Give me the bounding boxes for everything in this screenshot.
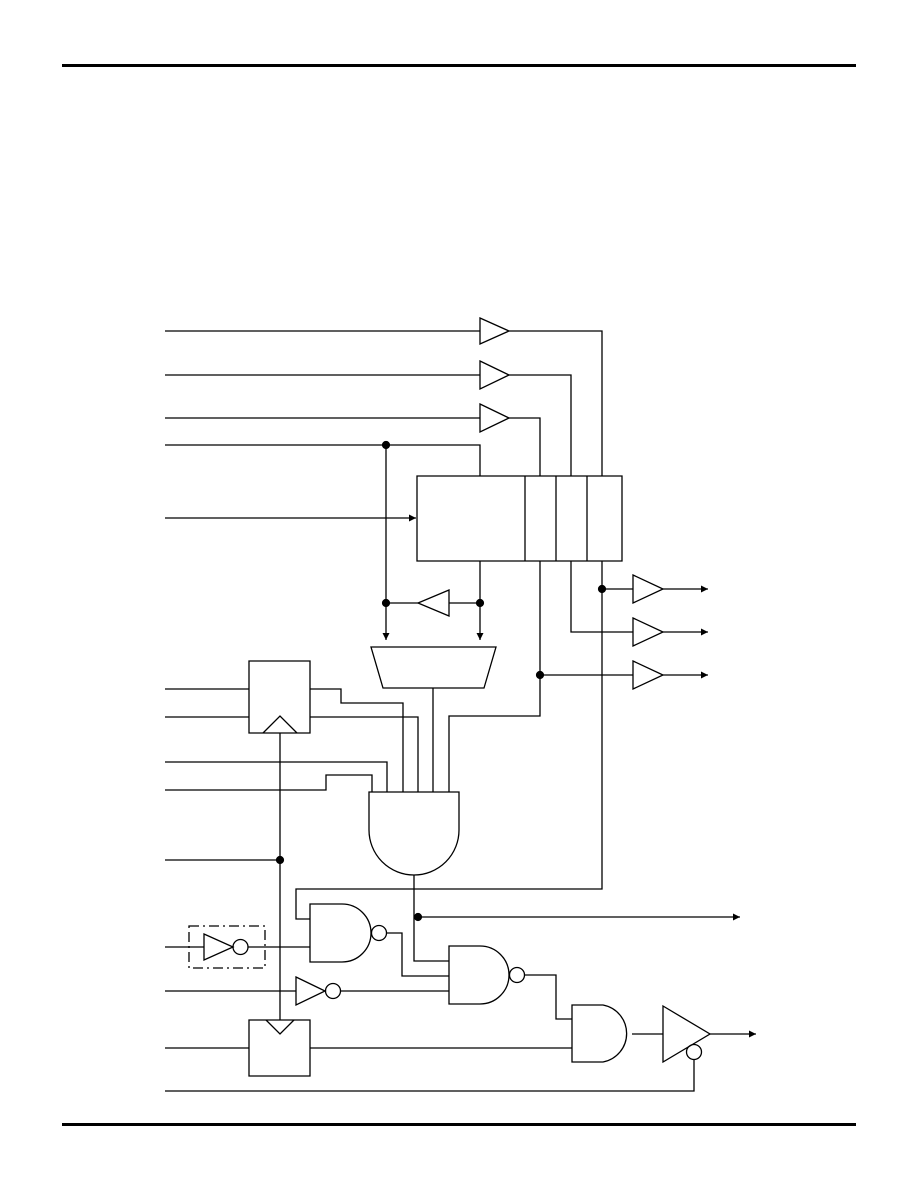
input-buffer-3 — [480, 404, 509, 432]
wire-field-4-down — [296, 561, 602, 919]
wire-buffer-3-to-field-2 — [509, 418, 540, 476]
feedback-buffer — [418, 590, 449, 616]
junction-dot — [382, 441, 389, 448]
flip-flop-2 — [249, 1020, 310, 1076]
output-buffer-2 — [633, 618, 663, 646]
and-gate-2 — [572, 1005, 627, 1062]
flip-flop-2-clock — [266, 1020, 294, 1034]
input-buffer-2 — [480, 361, 509, 389]
bottom-rule — [62, 1123, 856, 1126]
nand-gate-2-bubble — [510, 968, 525, 983]
junction-dot — [476, 599, 483, 606]
top-rule — [62, 64, 856, 67]
junction-dot — [598, 585, 605, 592]
junction-dot — [536, 671, 543, 678]
wire-buffer-2-to-field-3 — [509, 375, 571, 476]
register — [417, 476, 622, 561]
nand-gate-1 — [310, 904, 371, 962]
tristate-enable-bubble — [687, 1045, 702, 1060]
tristate-buffer — [663, 1006, 710, 1062]
input-wire-9 — [165, 775, 372, 792]
junction-dot — [382, 599, 389, 606]
wire-ff1-q2-to-and — [310, 717, 418, 792]
wire-field-2-down — [449, 561, 540, 792]
flip-flop-1 — [249, 661, 310, 733]
nand-gate-2 — [449, 946, 509, 1004]
input-wire-8 — [165, 762, 387, 792]
output-buffer-1 — [633, 575, 663, 603]
and-gate-main — [369, 792, 459, 875]
wire-field-3-to-output-buffer-2 — [571, 561, 633, 632]
junction-dot — [414, 913, 421, 920]
nand-gate-1-bubble — [372, 926, 387, 941]
inverter-2 — [296, 977, 325, 1005]
multiplexer — [371, 647, 496, 688]
input-wire-14-enable — [165, 1060, 694, 1091]
optional-inverter-bubble — [233, 940, 248, 955]
optional-inverter — [204, 934, 233, 960]
wire-nand-1-to-nand-2 — [387, 933, 449, 976]
junction-dot — [276, 856, 283, 863]
input-buffer-1 — [480, 318, 509, 344]
wire-and-main-out — [414, 875, 449, 961]
input-wire-4 — [165, 445, 480, 476]
wire-buffer-1-to-field-4 — [509, 331, 602, 476]
wire-nand-2-to-and-2 — [525, 975, 572, 1019]
inverter-2-bubble — [326, 984, 341, 999]
flip-flop-1-clock — [263, 716, 297, 733]
wire-ff1-q1-to-and — [310, 689, 403, 792]
output-buffer-3 — [633, 661, 663, 689]
